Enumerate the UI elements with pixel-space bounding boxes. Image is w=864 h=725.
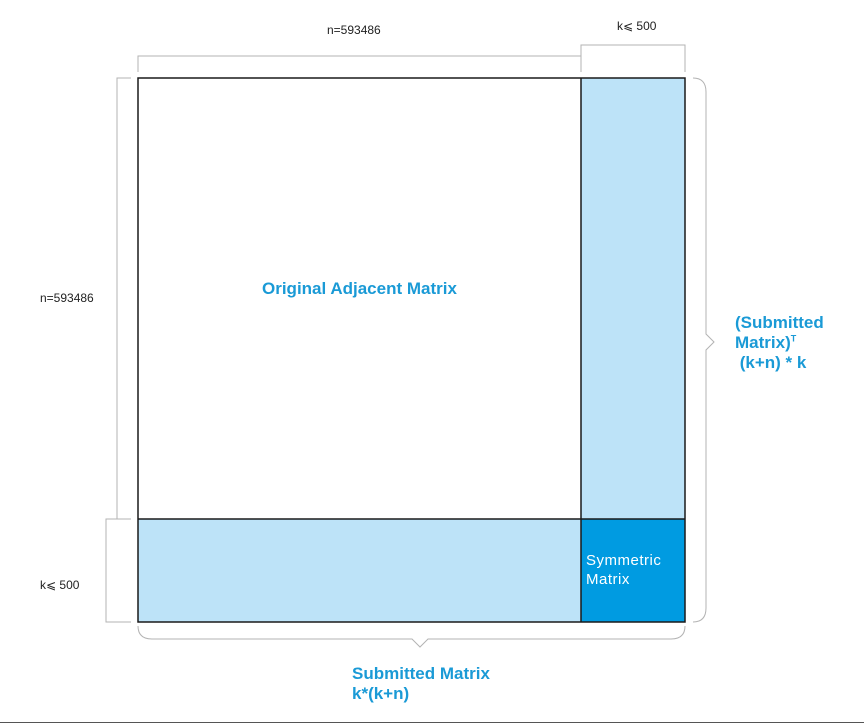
left-n-bracket: [116, 77, 131, 520]
transpose-label-line2-text: Matrix): [735, 333, 791, 352]
top-k-label: k⩽ 500: [617, 19, 657, 33]
transpose-label-line2: Matrix)T: [735, 333, 824, 353]
original-adjacent-matrix-region: [138, 78, 581, 519]
submitted-matrix-row: [138, 519, 581, 622]
left-n-label: n=593486: [40, 291, 94, 305]
top-k-bracket: [580, 44, 686, 72]
submitted-matrix-transpose-label: (Submitted Matrix)T (k+n) * k: [735, 313, 824, 373]
transpose-label-line1: (Submitted: [735, 313, 824, 332]
symmetric-matrix-label: Symmetric Matrix: [586, 551, 661, 589]
original-adjacent-matrix-label: Original Adjacent Matrix: [262, 279, 457, 298]
submitted-matrix-label: Submitted Matrix k*(k+n): [352, 664, 490, 704]
matrix-outline: [137, 77, 686, 623]
symmetric-matrix-line2: Matrix: [586, 571, 630, 588]
submitted-matrix-line2: k*(k+n): [352, 684, 410, 703]
bottom-curly-brace: [137, 625, 686, 648]
submitted-matrix-transpose-column: [581, 78, 685, 519]
symmetric-matrix-line1: Symmetric: [586, 552, 662, 569]
symmetric-matrix-block: [581, 519, 685, 622]
top-n-bracket: [137, 55, 582, 72]
right-curly-brace: [692, 77, 715, 623]
submitted-matrix-line1: Submitted Matrix: [352, 664, 490, 683]
transpose-label-line3: (k+n) * k: [735, 353, 807, 372]
left-k-label: k⩽ 500: [40, 578, 80, 592]
left-k-bracket: [105, 518, 131, 623]
transpose-superscript: T: [790, 333, 797, 344]
top-n-label: n=593486: [327, 23, 381, 37]
